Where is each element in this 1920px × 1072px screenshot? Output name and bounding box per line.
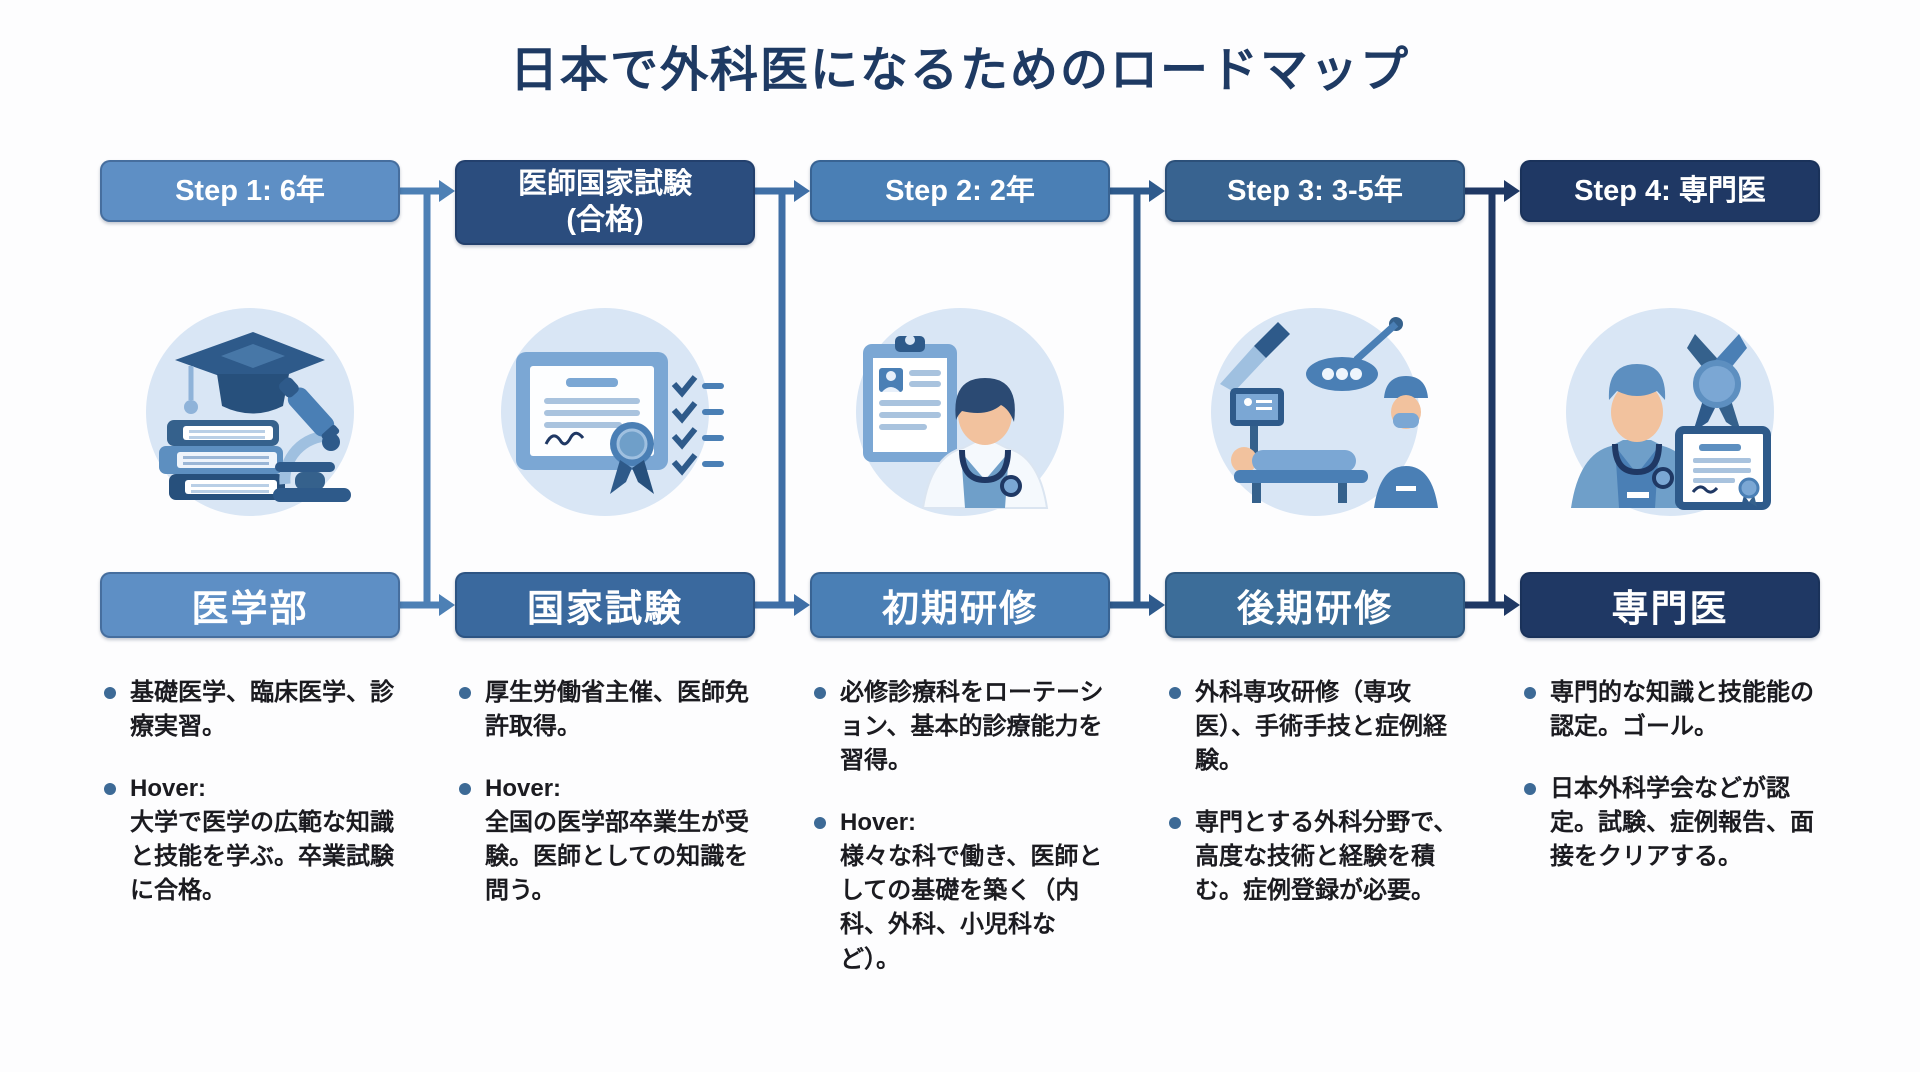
step1-column: Step 1: 6年 (100, 160, 400, 936)
bullet-item: Hover: 大学で医学の広範な知識と技能を学ぶ。卒業試験に合格。 (100, 772, 400, 908)
bullet-item: 専門とする外科分野で、高度な技術と経験を積む。症例登録が必要。 (1165, 806, 1465, 908)
bullet-item: 基礎医学、臨床医学、診療実習。 (100, 676, 400, 744)
step2-column: 医師国家試験 (合格) (455, 160, 755, 936)
step4-label-badge[interactable]: 後期研修 (1165, 572, 1465, 638)
step2-label-badge[interactable]: 国家試験 (455, 572, 755, 638)
step4-header-badge[interactable]: Step 3: 3-5年 (1165, 160, 1465, 222)
senior-residency-illustration[interactable] (1165, 272, 1465, 572)
step4-column: Step 3: 3-5年 (1165, 160, 1465, 936)
step2-header-badge[interactable]: 医師国家試験 (合格) (455, 160, 755, 245)
step3-header-slot: Step 2: 2年 (810, 160, 1110, 272)
step3-column: Step 2: 2年 (810, 160, 1110, 1005)
step2-bullets: 厚生労働省主催、医師免許取得。 Hover: 全国の医学部卒業生が受験。医師とし… (455, 676, 755, 936)
step3-bullets: 必修診療科をローテーション、基本的診療能力を習得。 Hover: 様々な科で働き… (810, 676, 1110, 1005)
connector-3 (1110, 180, 1165, 616)
bullet-item: 専門的な知識と技能能の認定。ゴール。 (1520, 676, 1820, 744)
operating-room-icon (1211, 308, 1438, 516)
step1-header-badge[interactable]: Step 1: 6年 (100, 160, 400, 222)
bullet-item: Hover: 様々な科で働き、医師としての基礎を築く（内科、外科、小児科など）。 (810, 806, 1110, 976)
step5-column: Step 4: 専門医 (1520, 160, 1820, 902)
junior-residency-illustration[interactable] (810, 272, 1110, 572)
bullet-item: 必修診療科をローテーション、基本的診療能力を習得。 (810, 676, 1110, 778)
bullet-item: 外科専攻研修（専攻医）、手術手技と症例経験。 (1165, 676, 1465, 778)
step4-header-slot: Step 3: 3-5年 (1165, 160, 1465, 272)
national-exam-illustration[interactable] (455, 272, 755, 572)
connector-2 (755, 180, 810, 616)
bullet-item: 日本外科学会などが認定。試験、症例報告、面接をクリアする。 (1520, 772, 1820, 874)
step1-label-badge[interactable]: 医学部 (100, 572, 400, 638)
doctor-clipboard-stethoscope-icon (856, 308, 1064, 516)
step3-label-badge[interactable]: 初期研修 (810, 572, 1110, 638)
bullet-item: 厚生労働省主催、医師免許取得。 (455, 676, 755, 744)
surgeon-award-certificate-icon (1566, 308, 1774, 516)
step5-bullets: 専門的な知識と技能能の認定。ゴール。 日本外科学会などが認定。試験、症例報告、面… (1520, 676, 1820, 902)
step5-header-badge[interactable]: Step 4: 専門医 (1520, 160, 1820, 222)
connector-1 (400, 180, 455, 616)
step5-label-badge[interactable]: 専門医 (1520, 572, 1820, 638)
page-title: 日本で外科医になるためのロードマップ (509, 44, 1410, 97)
step2-header-slot: 医師国家試験 (合格) (455, 160, 755, 272)
step3-header-badge[interactable]: Step 2: 2年 (810, 160, 1110, 222)
certificate-checklist-icon (501, 308, 724, 516)
step1-bullets: 基礎医学、臨床医学、診療実習。 Hover: 大学で医学の広範な知識と技能を学ぶ… (100, 676, 400, 936)
bullet-item: Hover: 全国の医学部卒業生が受験。医師としての知識を問う。 (455, 772, 755, 908)
step4-bullets: 外科専攻研修（専攻医）、手術手技と症例経験。 専門とする外科分野で、高度な技術と… (1165, 676, 1465, 936)
connector-4 (1465, 180, 1520, 616)
step5-header-slot: Step 4: 専門医 (1520, 160, 1820, 272)
medical-school-illustration[interactable] (100, 272, 400, 572)
graduation-cap-books-microscope-icon (146, 308, 354, 516)
certified-surgeon-illustration[interactable] (1520, 272, 1820, 572)
step1-header-slot: Step 1: 6年 (100, 160, 400, 272)
